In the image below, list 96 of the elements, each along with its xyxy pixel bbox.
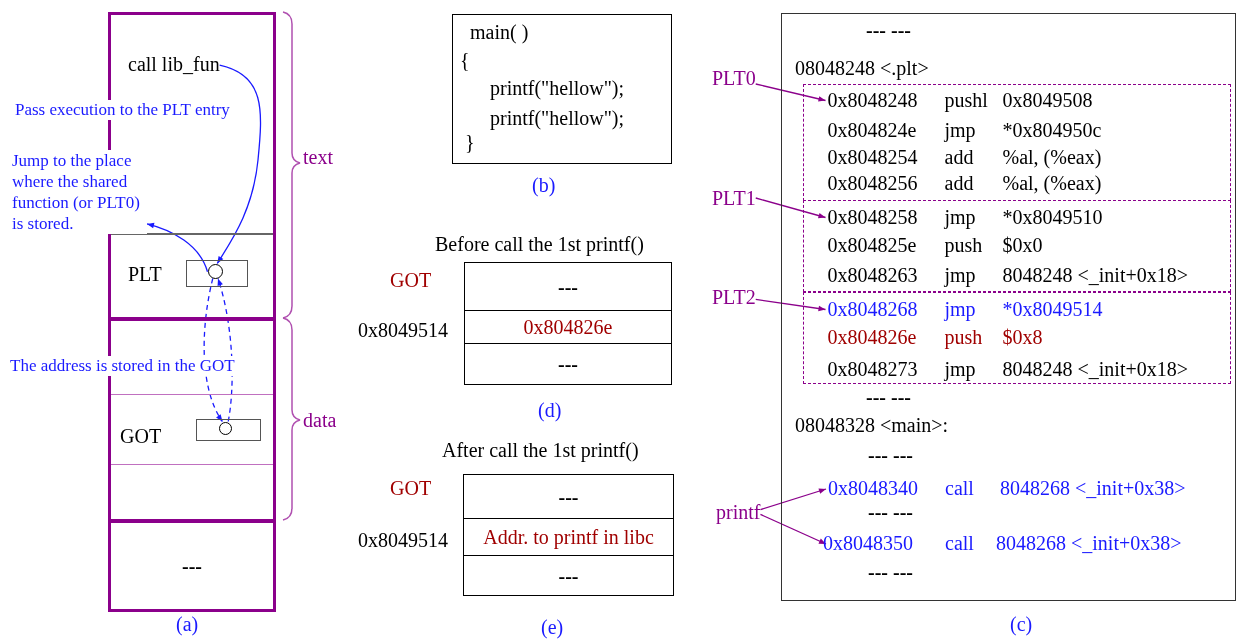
- code-line: printf("hellow");: [490, 106, 625, 130]
- got-section: [111, 394, 273, 465]
- arrow: [759, 488, 827, 511]
- plt-entry-box: [803, 84, 1231, 201]
- operand-text: %al, (%eax): [1002, 144, 1102, 169]
- figure-caption: (c): [1010, 612, 1033, 636]
- table-cell: ---: [464, 343, 672, 385]
- mnemonic-text: jmp: [944, 356, 976, 381]
- arrow: [755, 197, 827, 219]
- plt-entry-box: [803, 200, 1231, 292]
- mnemonic-text: jmp: [944, 262, 976, 287]
- operand-text: *0x804950c: [1002, 117, 1102, 142]
- operand-text: 8048268 <_init+0x38>: [1000, 476, 1186, 500]
- operand-text: 8048248 <_init+0x18>: [1002, 262, 1188, 287]
- address-text: 0x804824e: [827, 117, 917, 142]
- slot-circle: [218, 421, 232, 435]
- address-label: 0x8049514: [358, 528, 448, 552]
- table-cell: ---: [464, 262, 672, 311]
- operand-text: 0x8049508: [1002, 87, 1093, 112]
- plt-entry-slot: [186, 260, 248, 287]
- listing-heading: 08048328 <main>:: [795, 413, 949, 437]
- arrow: [146, 223, 209, 273]
- operand-text: %al, (%eax): [1002, 170, 1102, 195]
- code-line: }: [465, 130, 475, 154]
- section-label: PLT: [128, 262, 162, 286]
- mnemonic-text: add: [944, 144, 974, 169]
- got-entry-slot: [196, 419, 261, 441]
- address-text: 0x8048248: [827, 87, 918, 112]
- operand-text: 8048248 <_init+0x18>: [1002, 356, 1188, 381]
- segment-label: text: [303, 145, 333, 169]
- address-text: 0x8048256: [827, 170, 918, 195]
- address-text: 0x8048350: [823, 531, 913, 555]
- segment-label: data: [303, 408, 337, 432]
- table-cell: 0x804826e: [464, 310, 672, 344]
- address-text: 0x804826e: [827, 324, 917, 349]
- address-text: 0x8048263: [827, 262, 918, 287]
- operand-text: *0x8049510: [1002, 204, 1103, 229]
- arrow: [216, 64, 262, 265]
- separator-dots: --- ---: [868, 443, 913, 467]
- arrow: [203, 277, 224, 423]
- operand-text: 8048268 <_init+0x38>: [996, 531, 1182, 555]
- mnemonic-text: call: [945, 531, 974, 555]
- address-label: 0x8049514: [358, 318, 448, 342]
- table-label: GOT: [390, 268, 432, 292]
- operand-text: *0x8049514: [1002, 296, 1103, 321]
- arrow: [755, 83, 827, 102]
- separator-dots: --- ---: [866, 385, 911, 409]
- figure-caption: (a): [176, 612, 199, 636]
- operand-text: $0x0: [1002, 232, 1043, 257]
- mnemonic-text: jmp: [944, 204, 976, 229]
- arrow: [755, 298, 827, 312]
- mnemonic-text: jmp: [944, 296, 976, 321]
- address-text: 0x8048268: [827, 296, 918, 321]
- code-box: [452, 14, 672, 164]
- address-text: 0x8048273: [827, 356, 918, 381]
- listing-heading: 08048248 <.plt>: [795, 56, 929, 80]
- code-line: {: [460, 48, 470, 72]
- entry-label: PLT1: [712, 186, 756, 210]
- listing-box: [781, 13, 1236, 601]
- mnemonic-text: push: [944, 232, 983, 257]
- mnemonic-text: call: [945, 476, 974, 500]
- mnemonic-text: add: [944, 170, 974, 195]
- separator-dots: --- ---: [866, 18, 911, 42]
- table-title: Before call the 1st printf(): [435, 232, 644, 256]
- mnemonic-text: pushl: [944, 87, 988, 112]
- code-line: main( ): [470, 20, 529, 44]
- entry-label: printf: [716, 500, 761, 524]
- address-text: 0x804825e: [827, 232, 917, 257]
- entry-label: PLT2: [712, 285, 756, 309]
- figure-caption: (b): [532, 173, 556, 197]
- mnemonic-text: push: [944, 324, 983, 349]
- address-text: 0x8048258: [827, 204, 918, 229]
- table-title: After call the 1st printf(): [442, 438, 639, 462]
- table-cell: Addr. to printf in libc: [463, 518, 674, 556]
- arrow: [217, 277, 233, 423]
- table-cell: ---: [463, 555, 674, 596]
- address-text: 0x8048254: [827, 144, 918, 169]
- figure-caption: (e): [541, 615, 564, 639]
- table-cell: ---: [463, 474, 674, 519]
- slot-circle: [207, 263, 223, 279]
- separator-dots: --- ---: [868, 560, 913, 584]
- figure-caption: (d): [538, 398, 562, 422]
- edge-label: Pass execution to the PLT entry: [15, 100, 230, 120]
- operand-text: $0x8: [1002, 324, 1043, 349]
- address-text: 0x8048340: [828, 476, 918, 500]
- memory-segment: ---: [108, 520, 276, 612]
- table-label: GOT: [390, 476, 432, 500]
- plt-entry-box: [803, 292, 1231, 384]
- annotation-text: Jump to the place where the shared function (or PLT0) is stored.: [12, 150, 147, 234]
- separator-dots: --- ---: [868, 500, 913, 524]
- code-line: printf("hellow");: [490, 76, 625, 100]
- entry-label: PLT0: [712, 66, 756, 90]
- mnemonic-text: jmp: [944, 117, 976, 142]
- edge-label: The address is stored in the GOT: [10, 356, 235, 376]
- section-label: GOT: [120, 424, 162, 448]
- instruction-text: call lib_fun: [128, 52, 220, 76]
